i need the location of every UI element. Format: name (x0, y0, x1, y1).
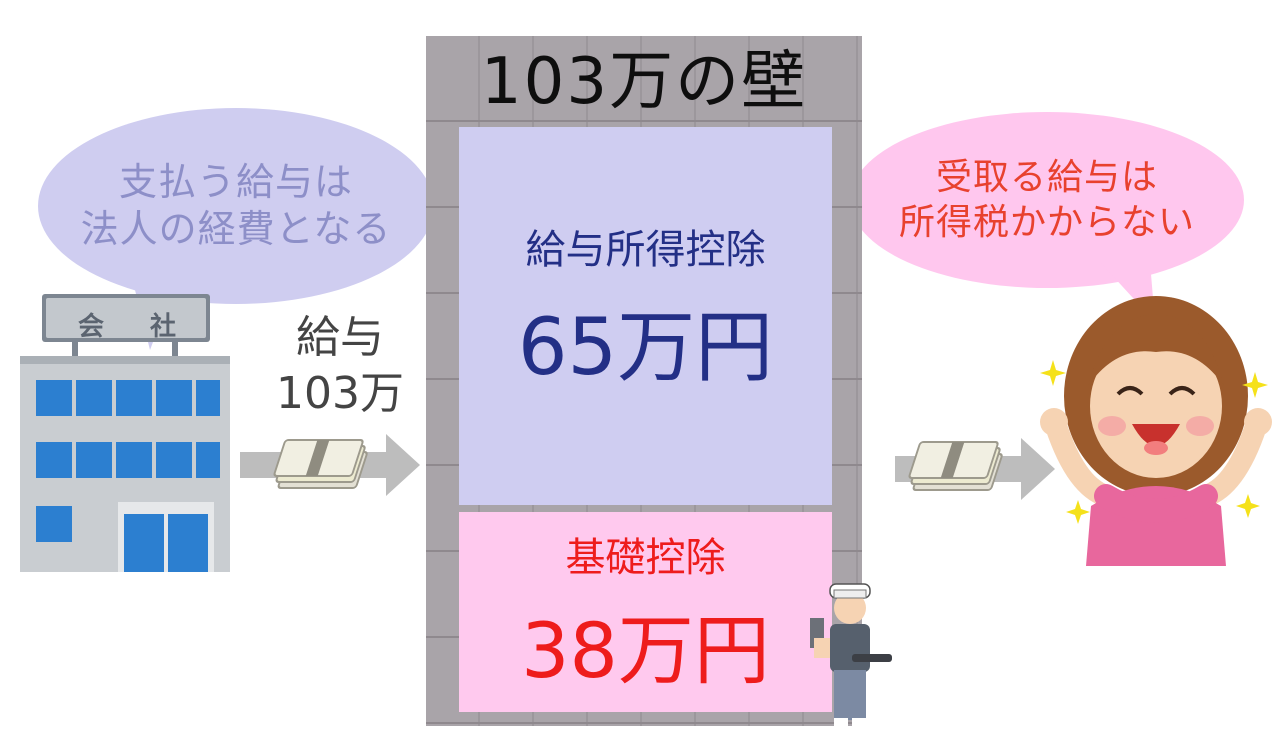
sparkle-icon (1040, 360, 1066, 386)
sparkle-icon (1242, 372, 1268, 398)
company-sign-char2: 社 (150, 312, 177, 342)
cash-bundle-icon (273, 439, 368, 489)
wall-title: 103万の壁 (480, 45, 808, 119)
company-speech-bubble: 支払う給与は 法人の経費となる (38, 108, 434, 304)
salary-deduction-box: 給与所得控除 65万円 (459, 127, 832, 505)
salary-transfer-line1: 給与 (296, 312, 384, 363)
company-bubble-line2: 法人の経費となる (80, 207, 392, 251)
sparkle-icon (1066, 500, 1090, 524)
basic-deduction-label: 基礎控除 (565, 535, 726, 581)
company-bubble-line1: 支払う給与は (118, 159, 353, 204)
employee-speech-bubble: 受取る給与は 所得税かからない (850, 112, 1244, 288)
basic-deduction-amount: 38万円 (521, 606, 770, 695)
salary-transfer-line2: 103万 (276, 368, 404, 419)
employee-bubble-line2: 所得税かからない (898, 202, 1195, 243)
salary-transfer-label: 給与 103万 (255, 310, 425, 422)
cash-bundle-icon (908, 441, 1003, 491)
sparkle-icon (1236, 494, 1260, 518)
craftsman-icon (810, 583, 892, 726)
salary-deduction-amount: 65万円 (517, 303, 774, 393)
basic-deduction-box: 基礎控除 38万円 (459, 512, 832, 712)
salary-deduction-label: 給与所得控除 (525, 227, 766, 273)
employee-bubble-line1: 受取る給与は (935, 157, 1158, 198)
company-sign-char1: 会 (78, 312, 105, 342)
company-building-icon: 会 社 (14, 292, 236, 574)
happy-woman-icon (1040, 296, 1272, 566)
